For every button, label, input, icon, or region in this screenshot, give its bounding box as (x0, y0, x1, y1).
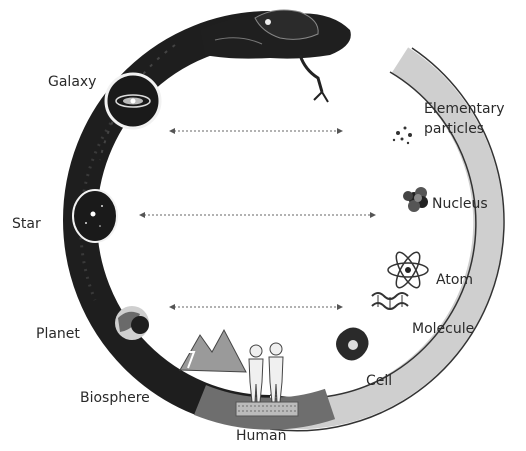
particles-icon (393, 127, 412, 145)
molecule-icon (372, 293, 408, 309)
human-figures-icon (236, 343, 298, 416)
planet-icon (115, 306, 149, 340)
label-elementary-line1: Elementary (424, 101, 505, 117)
label-human: Human (236, 428, 287, 444)
label-elementary-line2: particles (424, 121, 484, 137)
nucleus-icon (403, 187, 428, 212)
label-star: Star (12, 216, 41, 232)
spiral-galaxy-icon (106, 74, 160, 128)
cell-icon (336, 327, 369, 360)
star-field-icon (73, 190, 117, 242)
atom-icon (388, 249, 428, 291)
mountains-lightning-icon (180, 330, 246, 372)
label-biosphere: Biosphere (80, 390, 150, 406)
label-planet: Planet (36, 326, 80, 342)
label-galaxy: Galaxy (48, 74, 96, 90)
label-nucleus: Nucleus (432, 196, 488, 212)
label-cell: Cell (366, 373, 392, 389)
label-molecule: Molecule (412, 321, 474, 337)
snake-head-icon (200, 10, 351, 102)
label-atom: Atom (436, 272, 473, 288)
scale-arrows (140, 131, 375, 307)
